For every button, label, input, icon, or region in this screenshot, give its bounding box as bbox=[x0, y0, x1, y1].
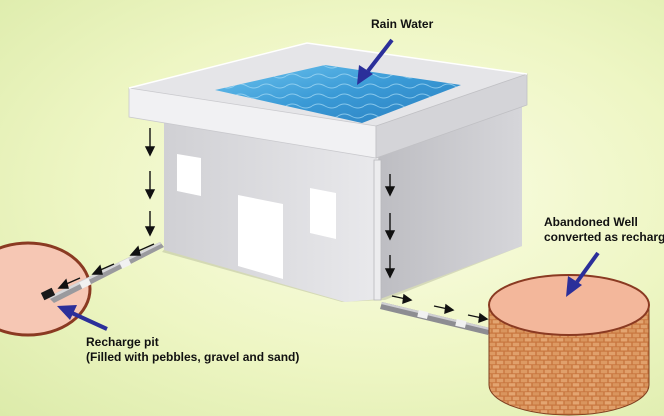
pointer-arrow-rain-water bbox=[357, 38, 394, 85]
door bbox=[238, 195, 283, 279]
label-abandoned-well-line2: converted as recharg bbox=[544, 230, 664, 244]
flow-arrows-left-wall bbox=[144, 128, 156, 237]
window-right bbox=[310, 188, 336, 239]
downpipe bbox=[373, 159, 382, 301]
pipe-to-recharge-pit bbox=[48, 242, 164, 303]
pipe-to-well bbox=[380, 302, 490, 335]
abandoned-well bbox=[488, 274, 650, 416]
flow-arrows-to-well bbox=[391, 293, 489, 324]
label-recharge-pit-line1: Recharge pit bbox=[86, 335, 159, 349]
well-opening bbox=[488, 274, 650, 336]
flow-arrows-to-pit bbox=[57, 243, 155, 289]
label-abandoned-well-line1: Abandoned Well bbox=[544, 215, 638, 229]
label-abandoned-well: Abandoned Well converted as recharg bbox=[544, 215, 664, 245]
label-recharge-pit: Recharge pit (Filled with pebbles, grave… bbox=[86, 335, 299, 365]
house bbox=[155, 96, 522, 302]
pointer-arrow-recharge-pit bbox=[57, 305, 108, 331]
pit-inlet bbox=[40, 287, 56, 301]
house-side-wall bbox=[378, 96, 522, 299]
flow-arrows-right-wall bbox=[384, 174, 396, 279]
pointer-arrow-well bbox=[566, 251, 600, 297]
window-left bbox=[177, 154, 201, 196]
label-rain-water: Rain Water bbox=[371, 17, 434, 31]
label-recharge-pit-line2: (Filled with pebbles, gravel and sand) bbox=[86, 350, 300, 364]
roof bbox=[128, 42, 528, 159]
